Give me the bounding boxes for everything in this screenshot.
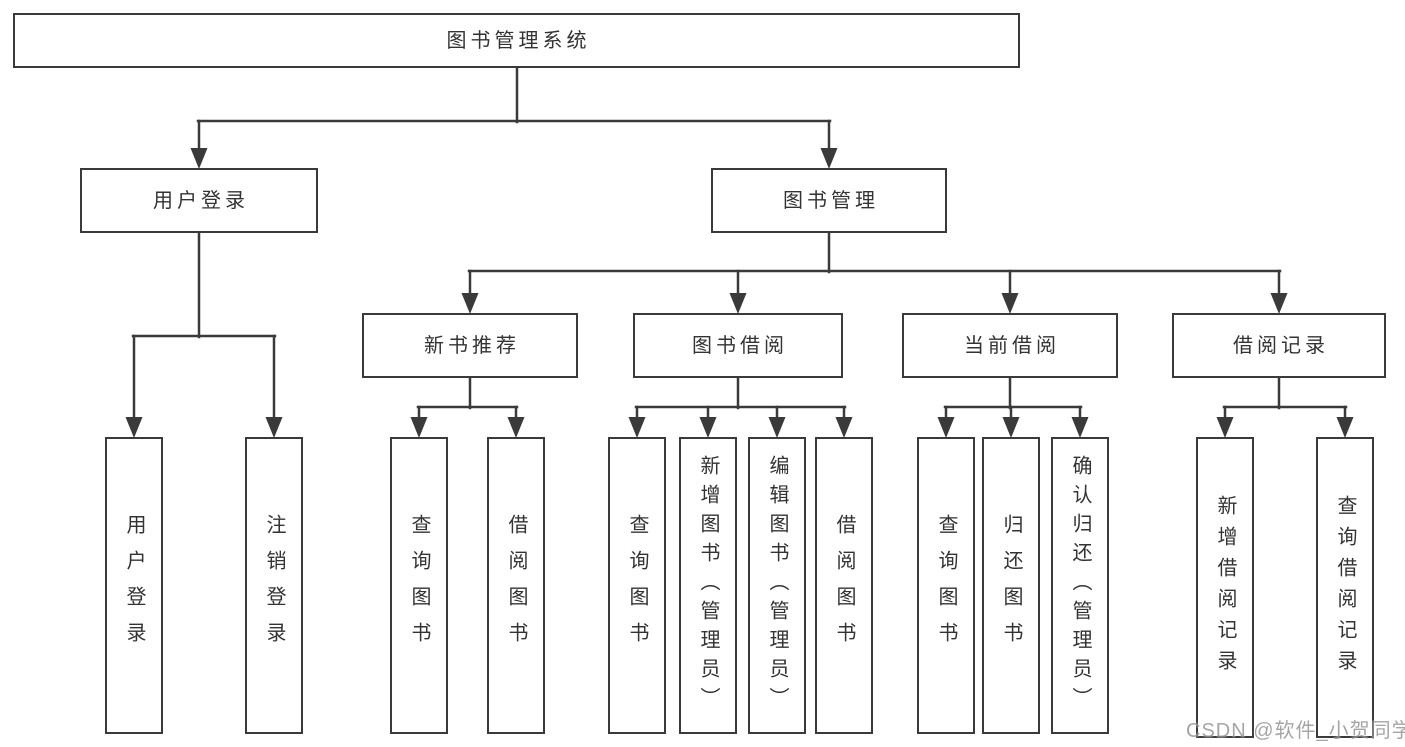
arrowhead-icon bbox=[835, 417, 853, 438]
leaf-borrow-books-label: 借阅图书 bbox=[833, 513, 855, 658]
leaf-borrow-books-recommend: 借阅图书 bbox=[487, 437, 545, 734]
leaf-return-books-label: 归还图书 bbox=[1000, 513, 1022, 658]
leaf-add-book-admin: 新增图书（管理员） bbox=[679, 437, 737, 734]
leaf-add-book-admin-label: 新增图书（管理员） bbox=[697, 455, 719, 716]
watermark: CSDN @软件_小贺同学 bbox=[1186, 720, 1405, 742]
leaf-query-borrow-record: 查询借阅记录 bbox=[1316, 437, 1374, 738]
leaf-query-books-recommend-label: 查询图书 bbox=[408, 513, 430, 658]
node-book-borrowing-label: 图书借阅 bbox=[692, 334, 788, 357]
leaf-edit-book-admin: 编辑图书（管理员） bbox=[748, 437, 806, 734]
node-new-book-recommend: 新书推荐 bbox=[362, 313, 578, 378]
leaf-borrow-books-recommend-label: 借阅图书 bbox=[505, 513, 527, 658]
node-borrowing-records-label: 借阅记录 bbox=[1233, 334, 1329, 357]
node-book-management-label: 图书管理 bbox=[783, 189, 879, 212]
leaf-user-login-label: 用户登录 bbox=[123, 513, 145, 658]
leaf-logout-label: 注销登录 bbox=[263, 513, 285, 658]
node-book-management: 图书管理 bbox=[711, 168, 947, 233]
leaf-add-borrow-record: 新增借阅记录 bbox=[1196, 437, 1254, 738]
leaf-return-books: 归还图书 bbox=[982, 437, 1040, 734]
node-current-borrowing-label: 当前借阅 bbox=[964, 334, 1060, 357]
node-user-login-label: 用户登录 bbox=[153, 189, 249, 212]
arrowhead-icon bbox=[507, 417, 525, 438]
arrowhead-icon bbox=[1216, 417, 1234, 438]
arrowhead-icon bbox=[1002, 417, 1020, 438]
node-book-borrowing: 图书借阅 bbox=[633, 313, 843, 378]
leaf-add-borrow-record-label: 新增借阅记录 bbox=[1214, 494, 1236, 681]
leaf-logout: 注销登录 bbox=[245, 437, 303, 734]
node-library-system: 图书管理系统 bbox=[13, 13, 1020, 68]
arrowhead-icon bbox=[628, 417, 646, 438]
node-new-book-recommend-label: 新书推荐 bbox=[424, 334, 520, 357]
leaf-query-books-recommend: 查询图书 bbox=[390, 437, 448, 734]
arrowhead-icon bbox=[937, 417, 955, 438]
arrowhead-icon bbox=[461, 293, 479, 314]
arrowhead-icon bbox=[265, 417, 283, 438]
arrowhead-icon bbox=[1270, 293, 1288, 314]
leaf-query-books-borrow-label: 查询图书 bbox=[626, 513, 648, 658]
node-library-system-label: 图书管理系统 bbox=[446, 29, 591, 52]
leaf-user-login: 用户登录 bbox=[105, 437, 163, 734]
arrowhead-icon bbox=[729, 293, 747, 314]
node-user-login: 用户登录 bbox=[80, 168, 318, 233]
arrowhead-icon bbox=[1001, 293, 1019, 314]
arrowhead-icon bbox=[699, 417, 717, 438]
node-borrowing-records: 借阅记录 bbox=[1172, 313, 1386, 378]
leaf-confirm-return-admin-label: 确认归还（管理员） bbox=[1069, 455, 1091, 716]
arrowhead-icon bbox=[1336, 417, 1354, 438]
leaf-query-books-borrow: 查询图书 bbox=[608, 437, 666, 734]
leaf-borrow-books: 借阅图书 bbox=[815, 437, 873, 734]
leaf-edit-book-admin-label: 编辑图书（管理员） bbox=[766, 455, 788, 716]
leaf-query-books-current-label: 查询图书 bbox=[935, 513, 957, 658]
arrowhead-icon bbox=[768, 417, 786, 438]
leaf-query-borrow-record-label: 查询借阅记录 bbox=[1334, 494, 1356, 681]
arrowhead-icon bbox=[1071, 417, 1089, 438]
arrowhead-icon bbox=[410, 417, 428, 438]
arrowhead-icon bbox=[820, 148, 838, 169]
leaf-confirm-return-admin: 确认归还（管理员） bbox=[1051, 437, 1109, 734]
arrowhead-icon bbox=[125, 417, 143, 438]
arrowhead-icon bbox=[190, 148, 208, 169]
leaf-query-books-current: 查询图书 bbox=[917, 437, 975, 734]
node-current-borrowing: 当前借阅 bbox=[902, 313, 1118, 378]
